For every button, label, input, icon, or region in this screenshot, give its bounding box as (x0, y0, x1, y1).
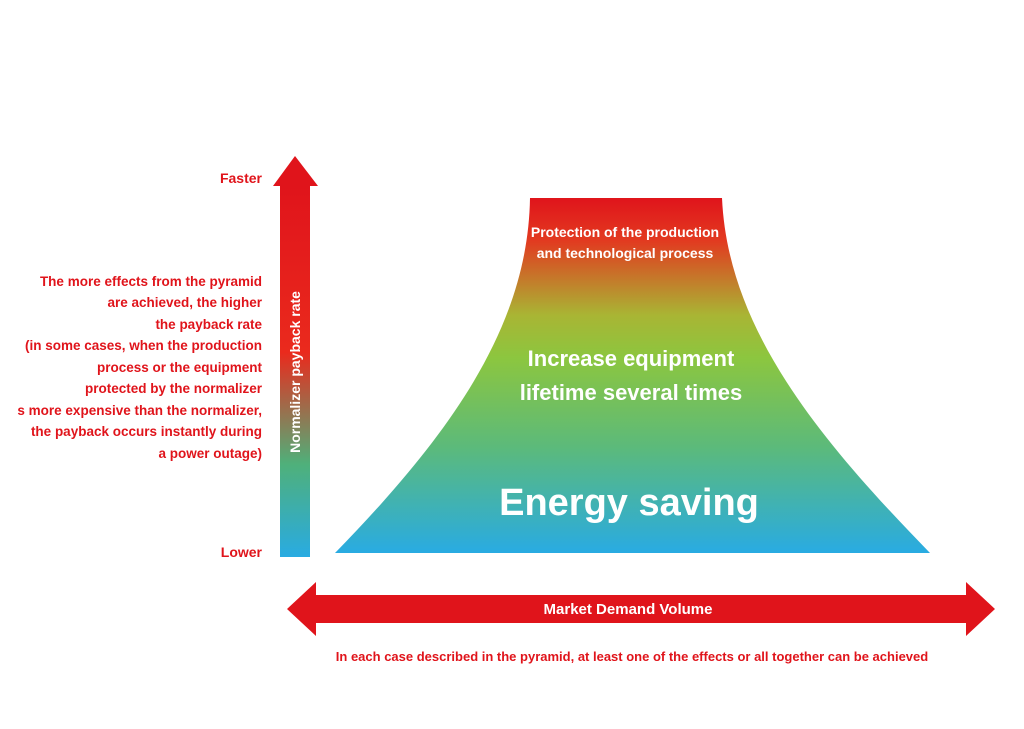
horizontal-axis-title: Market Demand Volume (544, 601, 713, 618)
side-note-line: protected by the normalizer (85, 381, 263, 396)
horizontal-axis-arrow (287, 582, 995, 636)
pyramid-bottom-label: Energy saving (499, 482, 759, 524)
side-note-line: the payback rate (155, 317, 262, 332)
vertical-axis-title: Normalizer payback rate (287, 291, 303, 453)
side-note-line: the payback occurs instantly during (31, 424, 262, 439)
side-note-line: a power outage) (158, 446, 262, 461)
footnote: In each case described in the pyramid, a… (336, 649, 928, 664)
pyramid-shape (335, 198, 930, 553)
vertical-axis-arrow (273, 156, 318, 557)
side-note-line: process or the equipment (97, 360, 263, 375)
vertical-axis-top-label: Faster (220, 170, 263, 186)
pyramid-top-line-1: Protection of the production (531, 224, 719, 240)
side-note-line: are achieved, the higher (107, 295, 262, 310)
pyramid-top-line-2: and technological process (537, 245, 714, 261)
side-note: The more effects from the pyramid are ac… (17, 274, 262, 461)
side-note-line: s more expensive than the normalizer, (17, 403, 262, 418)
pyramid-middle-line-1: Increase equipment (528, 346, 735, 371)
side-note-line: The more effects from the pyramid (40, 274, 262, 289)
side-note-line: (in some cases, when the production (25, 338, 262, 353)
pyramid-middle-line-2: lifetime several times (520, 380, 743, 405)
vertical-axis-bottom-label: Lower (221, 544, 263, 560)
